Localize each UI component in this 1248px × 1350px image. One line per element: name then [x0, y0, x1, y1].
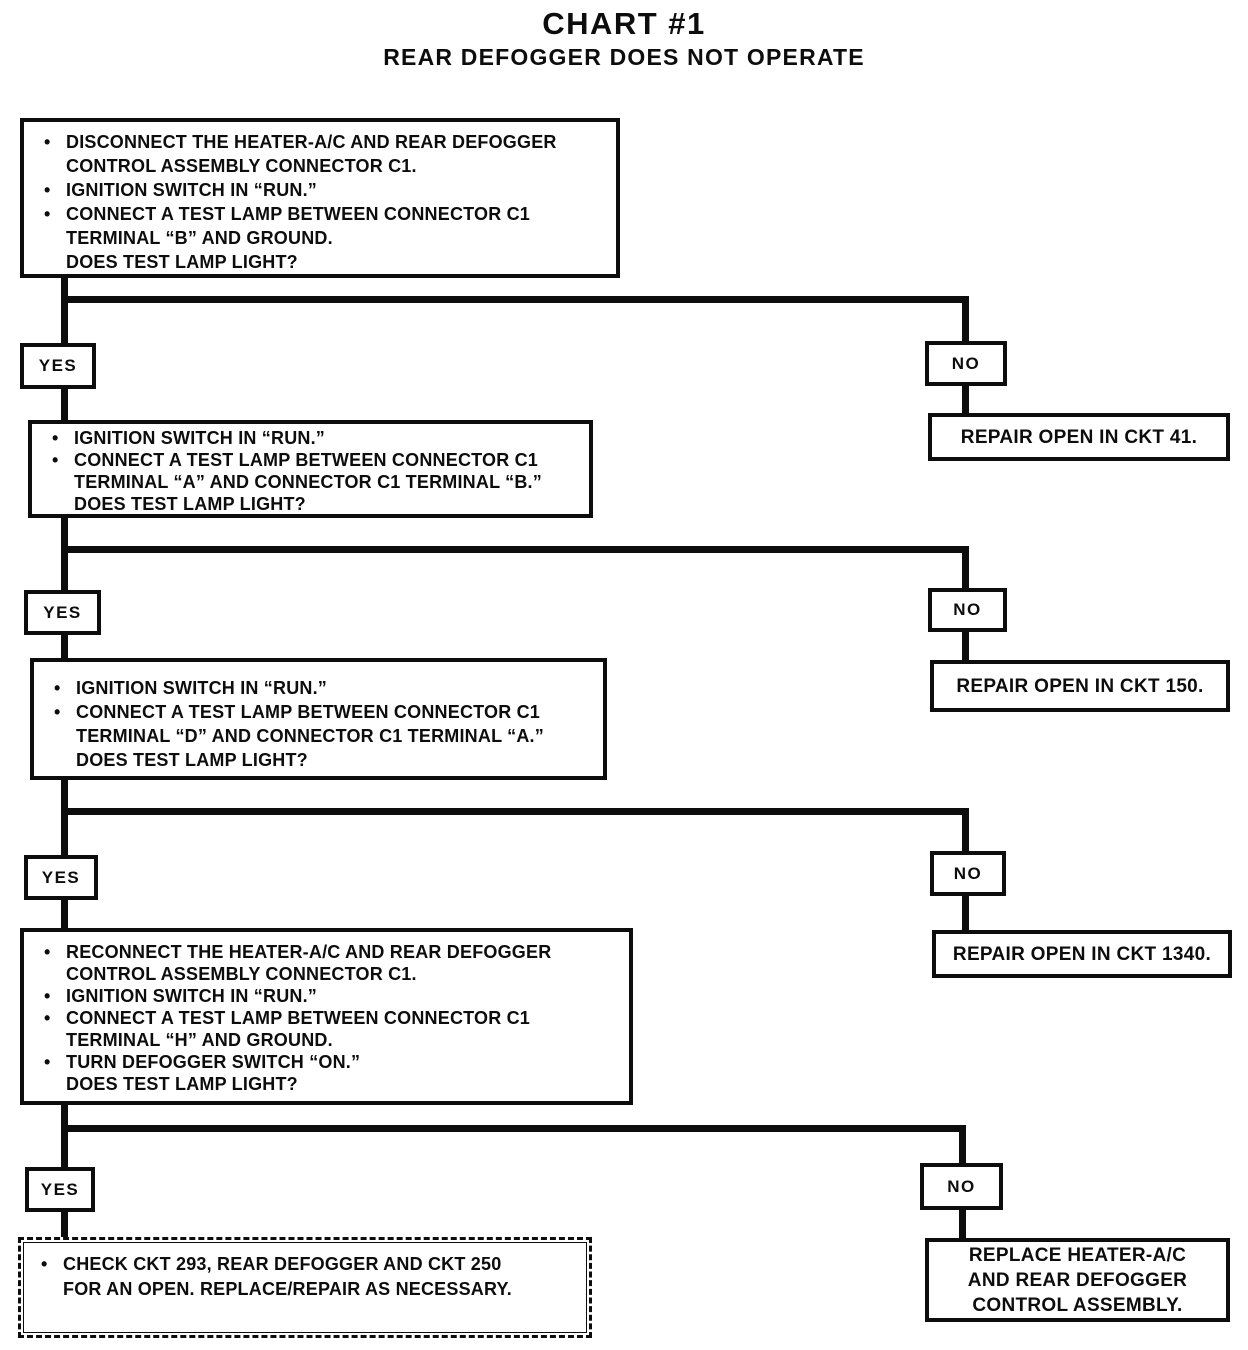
connector-line	[959, 1210, 966, 1238]
result-repair-ckt-150: REPAIR OPEN IN CKT 150.	[930, 660, 1230, 712]
step-line: IGNITION SWITCH IN “RUN.”	[42, 178, 606, 202]
chart-header: CHART #1 REAR DEFOGGER DOES NOT OPERATE	[0, 6, 1248, 71]
result-line: AND REAR DEFOGGER	[967, 1269, 1188, 1291]
connector-line	[61, 296, 969, 303]
connector-line	[61, 635, 68, 658]
step-line: TERMINAL “D” AND CONNECTOR C1 TERMINAL “…	[76, 726, 544, 746]
step-question: DOES TEST LAMP LIGHT?	[76, 750, 308, 770]
step-line: CONTROL ASSEMBLY CONNECTOR C1.	[66, 156, 417, 176]
connector-line	[962, 386, 969, 413]
result-line: FOR AN OPEN. REPLACE/REPAIR AS NECESSARY…	[63, 1279, 512, 1299]
step-line: TERMINAL “H” AND GROUND.	[66, 1030, 333, 1050]
connector-line	[962, 296, 969, 341]
yes-branch-1: YES	[20, 343, 96, 389]
step-line: IGNITION SWITCH IN “RUN.”	[52, 676, 593, 700]
connector-line	[962, 632, 969, 660]
connector-line	[959, 1125, 966, 1163]
no-branch-3: NO	[930, 851, 1006, 896]
result-replace-control-assembly: REPLACE HEATER-A/C AND REAR DEFOGGER CON…	[925, 1238, 1230, 1322]
connector-line	[61, 808, 969, 815]
chart-title: CHART #1	[542, 6, 706, 41]
connector-line	[61, 900, 68, 928]
step-line: IGNITION SWITCH IN “RUN.”	[42, 985, 619, 1007]
result-line: REPLACE HEATER-A/C	[968, 1244, 1187, 1266]
yes-branch-2: YES	[24, 590, 101, 635]
decision-box-3: IGNITION SWITCH IN “RUN.” CONNECT A TEST…	[30, 658, 607, 780]
result-check-ckt-293: CHECK CKT 293, REAR DEFOGGER AND CKT 250…	[18, 1237, 592, 1338]
step-line: TURN DEFOGGER SWITCH “ON.”	[42, 1051, 619, 1073]
no-branch-1: NO	[925, 341, 1007, 386]
connector-line	[61, 1212, 68, 1237]
decision-box-2: IGNITION SWITCH IN “RUN.” CONNECT A TEST…	[28, 420, 593, 518]
connector-line	[61, 546, 969, 553]
step-line: CONNECT A TEST LAMP BETWEEN CONNECTOR C1	[52, 700, 593, 724]
decision-box-1: DISCONNECT THE HEATER-A/C AND REAR DEFOG…	[20, 118, 620, 278]
step-question: DOES TEST LAMP LIGHT?	[74, 494, 306, 514]
connector-line	[61, 1125, 966, 1132]
chart-subtitle: REAR DEFOGGER DOES NOT OPERATE	[383, 44, 865, 70]
step-line: CONNECT A TEST LAMP BETWEEN CONNECTOR C1	[42, 202, 606, 226]
result-repair-ckt-1340: REPAIR OPEN IN CKT 1340.	[932, 930, 1232, 978]
step-line: TERMINAL “A” AND CONNECTOR C1 TERMINAL “…	[74, 472, 542, 492]
step-line: DISCONNECT THE HEATER-A/C AND REAR DEFOG…	[42, 130, 606, 154]
decision-box-4: RECONNECT THE HEATER-A/C AND REAR DEFOGG…	[20, 928, 633, 1105]
connector-line	[61, 389, 68, 420]
yes-branch-3: YES	[24, 855, 98, 900]
step-line: TERMINAL “B” AND GROUND.	[66, 228, 333, 248]
result-line: CONTROL ASSEMBLY.	[972, 1294, 1183, 1316]
connector-line	[962, 808, 969, 851]
step-question: DOES TEST LAMP LIGHT?	[66, 1074, 298, 1094]
connector-line	[61, 278, 68, 344]
no-branch-2: NO	[928, 588, 1007, 632]
step-line: CONNECT A TEST LAMP BETWEEN CONNECTOR C1	[50, 449, 579, 471]
step-line: RECONNECT THE HEATER-A/C AND REAR DEFOGG…	[42, 941, 619, 963]
connector-line	[962, 546, 969, 588]
step-line: CONNECT A TEST LAMP BETWEEN CONNECTOR C1	[42, 1007, 619, 1029]
no-branch-4: NO	[920, 1163, 1003, 1210]
connector-line	[962, 896, 969, 930]
result-line: CHECK CKT 293, REAR DEFOGGER AND CKT 250	[39, 1252, 579, 1277]
step-line: IGNITION SWITCH IN “RUN.”	[50, 427, 579, 449]
result-repair-ckt-41: REPAIR OPEN IN CKT 41.	[928, 413, 1230, 461]
connector-line	[61, 518, 68, 590]
connector-line	[61, 1105, 68, 1167]
connector-line	[61, 780, 68, 855]
step-question: DOES TEST LAMP LIGHT?	[66, 252, 298, 272]
step-line: CONTROL ASSEMBLY CONNECTOR C1.	[66, 964, 417, 984]
yes-branch-4: YES	[25, 1167, 95, 1212]
